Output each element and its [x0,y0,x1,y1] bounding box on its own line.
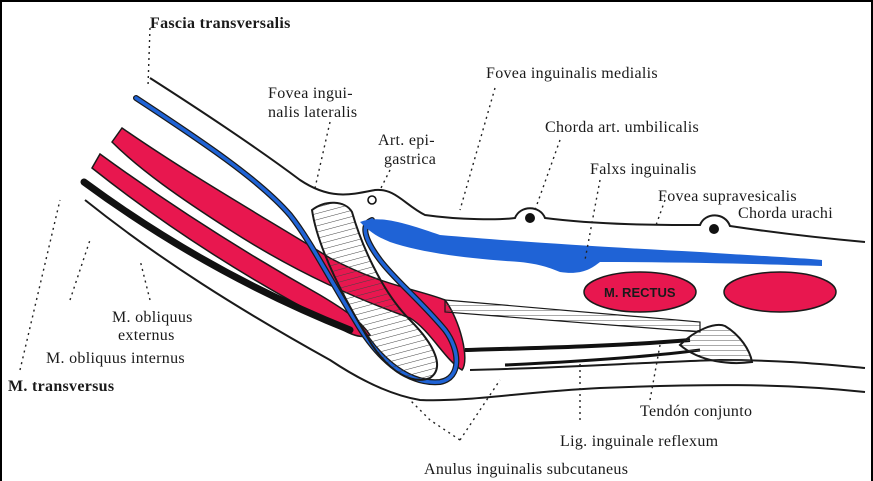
label-fovea-supravesicalis: Fovea supravesicalis [658,188,797,205]
rectus-muscle-right [724,272,836,312]
art-epigastrica-marker [368,196,376,204]
leader-fovea-medialis [460,88,495,210]
label-m-rectus: M. RECTUS [604,285,676,300]
chorda-umbilicalis-dot [525,213,535,223]
label-fovea-lateralis-1: Fovea ingui- [268,85,353,102]
chorda-urachi-dot [709,224,719,234]
leader-fascia [148,28,150,86]
label-falxs-inguinalis: Falxs inguinalis [590,161,697,178]
label-fovea-medialis: Fovea inguinalis medialis [486,65,658,82]
label-art-epigastrica-1: Art. epi- [378,132,435,149]
tendon-conjunto-lines [465,340,690,350]
label-chorda-umbilicalis: Chorda art. umbilicalis [545,119,699,136]
leader-externus [140,260,150,300]
label-tendon-conjunto: Tendón conjunto [640,403,752,420]
leader-chorda-umb [535,140,560,210]
label-chorda-urachi: Chorda urachi [738,205,833,222]
leader-anulus-2 [460,380,500,440]
label-obliquus-internus: M. obliquus internus [46,350,185,367]
leader-transversus [20,200,60,370]
leader-epigastrica [380,170,390,190]
label-obliquus-externus-1: M. obliquus [112,309,193,326]
label-transversus: M. transversus [8,378,114,395]
label-fovea-lateralis-2: nalis lateralis [268,104,357,121]
label-obliquus-externus-2: externus [118,327,175,344]
leader-internus [70,240,90,300]
leader-anulus [410,400,460,440]
label-art-epigastrica-2: gastrica [384,151,436,168]
label-fascia-transversalis: Fascia transversalis [150,15,291,32]
label-anulus-subcutaneus: Anulus inguinalis subcutaneus [424,461,628,478]
label-lig-reflexum: Lig. inguinale reflexum [560,433,719,450]
leader-fovea-lateralis [315,122,330,188]
